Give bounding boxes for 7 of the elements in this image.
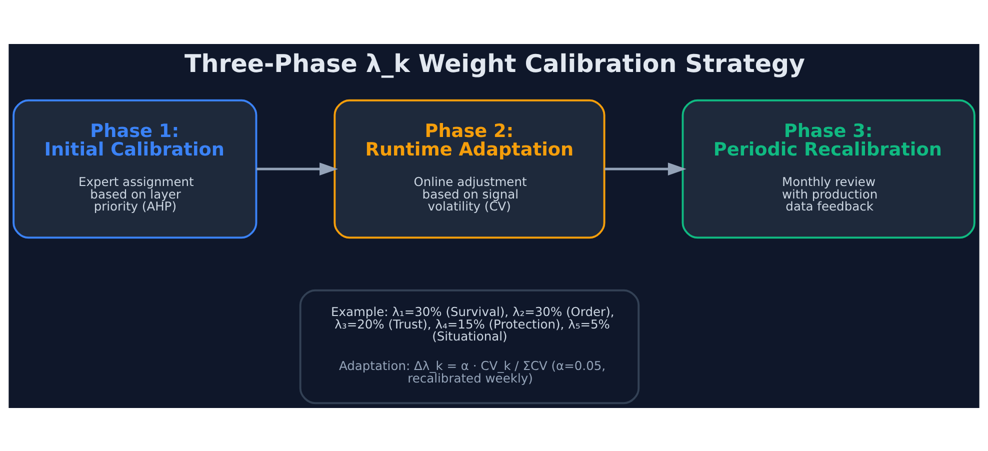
arrow: [604, 162, 686, 175]
node-box: Example: λ₁=30% (Survival), λ₂=30% (Order), λ₃=20% (Trust), λ₄=15% (Protection), λ₅=5% (Situational) Adaptation: Δλ_k = α · CV_k / ΣCV (α=0.05, recalibrated weekly): [299, 288, 640, 404]
arrow: [256, 162, 338, 175]
node-box: Phase 2: Runtime Adaptation Online adjustment based on signal volatility (CV): [334, 98, 606, 238]
node-box: Phase 3: Periodic Recalibration Monthly review with production data feedback: [682, 98, 976, 238]
diagram-title: Three-Phase λ_k Weight Calibration Strategy: [184, 48, 805, 78]
node-box: Phase 1: Initial Calibration Expert assignment based on layer priority (AHP): [12, 98, 258, 238]
